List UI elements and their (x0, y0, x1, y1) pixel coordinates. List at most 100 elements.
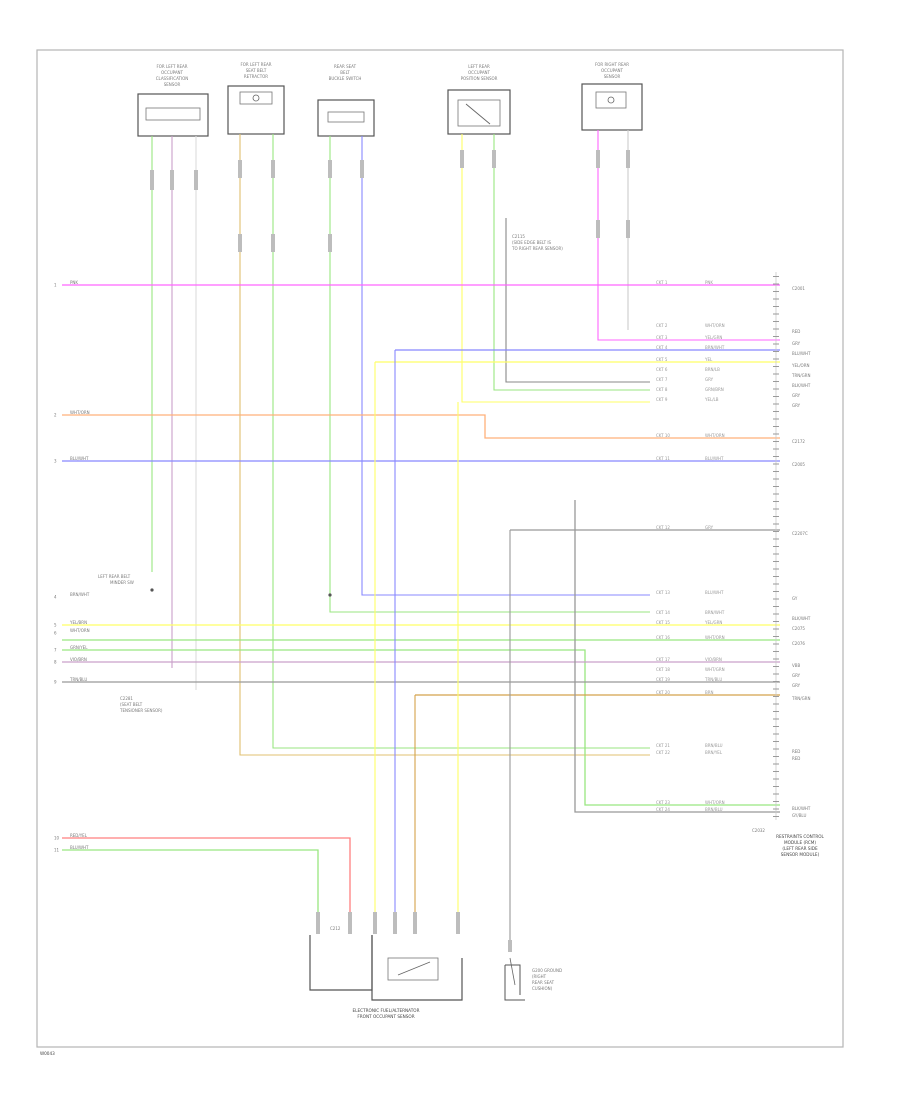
circuit-row-23-dest: GY/BLU (792, 813, 806, 818)
left-label-2-color: BLU/WHT (70, 456, 89, 461)
left-label-7-color: VIO/BRN (70, 657, 87, 662)
bar-14 (626, 150, 630, 168)
circuit-row-16-color: VIO/BRN (705, 657, 722, 662)
connector-pin (773, 628, 779, 630)
connector-pin (773, 748, 779, 750)
bottom-component-label-1: FRONT OCCUPANT SENSOR (357, 1014, 414, 1019)
connector-pin (773, 531, 779, 532)
connector-pin (773, 298, 779, 300)
component-c2[interactable]: FOR LEFT REAR SEAT BELT RETRACTOR (227, 62, 285, 135)
ground-symbol[interactable]: G200 GROUND (RIGHT REAR SEAT CUSHION) (504, 957, 562, 1001)
connector-pin (773, 343, 779, 345)
vwire-c4-gray (505, 218, 650, 383)
bbar-1 (316, 912, 320, 934)
left-label-9-color: RED/YEL (70, 833, 88, 838)
connector-pin (773, 501, 779, 502)
bottom-component-inner (387, 957, 439, 981)
connector-pin (773, 433, 779, 435)
connector-pin (773, 643, 779, 645)
component-c5[interactable]: FOR RIGHT REAR OCCUPANT SENSOR (581, 62, 643, 131)
splice-note-3-line-0: C2281 (120, 696, 133, 701)
splice-note-2-line-2: TO RIGHT REAR SENSOR) (511, 246, 563, 251)
circuit-row-12-dest: GY (792, 596, 798, 601)
ground-link (509, 957, 516, 986)
circuit-row-17-color: WHT/GRN (705, 667, 725, 672)
circuit-row-22-code: CKT 23 (656, 800, 670, 805)
horizontal-wires (62, 284, 780, 915)
left-label-3-num: 4 (54, 595, 57, 600)
component-c3-label-2: BUCKLE SWITCH (329, 76, 362, 81)
hwire-green-4 (62, 849, 319, 915)
circuit-row-3-dest: BLU/WHT (792, 351, 811, 356)
connector-pin (773, 336, 779, 337)
vwire-c3-blue (361, 136, 650, 596)
circuit-row-10-code: CKT 11 (656, 456, 670, 461)
connector-pin (773, 283, 779, 285)
vwire-c5-pink (597, 130, 780, 341)
left-label-7-num: 8 (54, 660, 57, 665)
circuit-row-20-dest: RED (792, 749, 800, 754)
circuit-row-0-color: PNK (705, 280, 713, 285)
bar-11 (460, 150, 464, 168)
circuit-row-16-code: CKT 17 (656, 657, 670, 662)
bbar-7 (508, 940, 512, 952)
bar-16 (626, 220, 630, 238)
splice-note-1-line-1: MINDER SW (110, 580, 134, 585)
connector-pin (773, 681, 779, 682)
circuit-row-6-color: GRY (705, 377, 714, 382)
connector-pin (773, 673, 779, 675)
left-label-0-color: PNK (70, 280, 78, 285)
connector-pin (773, 658, 779, 660)
connector-pin (773, 666, 779, 667)
component-c5-box (581, 83, 643, 131)
connector-pin (773, 733, 779, 735)
connector-pin (773, 741, 779, 742)
bar-6 (238, 234, 242, 252)
ground-label-2: REAR SEAT (532, 980, 555, 985)
connector-pin (773, 358, 779, 360)
vwire-c2-green (272, 134, 650, 749)
component-c5-switch (607, 96, 615, 104)
component-c2-box (227, 85, 285, 135)
circuit-row-15-color: WHT/ORN (705, 635, 725, 640)
circuit-row-14-code: CKT 15 (656, 620, 670, 625)
component-c1[interactable]: FOR LEFT REAR OCCUPANT CLASSIFICATION SE… (137, 64, 209, 137)
bottom-component[interactable]: ELECTRONIC FUEL/ALTERNATOR FRONT OCCUPAN… (309, 935, 463, 1019)
component-c4[interactable]: LEFT REAR OCCUPANT POSITION SENSOR (447, 64, 511, 135)
component-c1-box (137, 93, 209, 137)
connector-pin (773, 793, 779, 795)
vwire-c2-tan (239, 134, 650, 756)
left-label-9-num: 10 (54, 836, 60, 841)
component-c3[interactable]: REAR SEAT BELT BUCKLE SWITCH (317, 64, 375, 137)
circuit-row-1-dest: RED (792, 329, 800, 334)
connector-pin (773, 381, 779, 382)
diagram-frame (36, 49, 844, 1048)
module-label-3: SENSOR MODULE) (781, 852, 820, 857)
